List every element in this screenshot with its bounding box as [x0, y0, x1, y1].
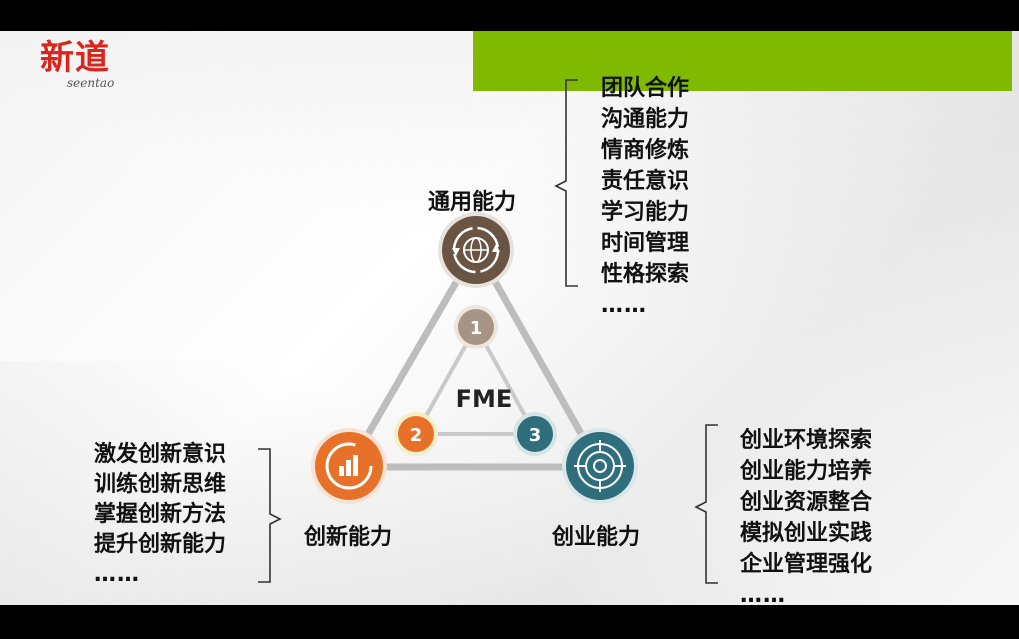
- node-entrepreneurship: [562, 428, 638, 504]
- list-item: 激发创新意识: [94, 442, 227, 467]
- list-item: 责任意识: [601, 169, 690, 194]
- list-general: 团队合作 沟通能力 情商修炼 责任意识 学习能力 时间管理 性格探索 ……: [601, 73, 689, 321]
- list-item: 创业资源整合: [740, 490, 873, 515]
- bracket-general: [554, 79, 578, 287]
- num-badge-1: 1: [454, 305, 498, 349]
- list-item: ……: [740, 583, 786, 608]
- bracket-entrepreneurship: [694, 424, 718, 584]
- logo-text-cn: 新道: [40, 38, 110, 78]
- list-item: 性格探索: [601, 262, 690, 287]
- outer-triangle: [345, 244, 604, 471]
- list-item: 创业能力培养: [740, 459, 873, 484]
- list-item: 沟通能力: [601, 107, 690, 132]
- list-item: 企业管理强化: [740, 552, 873, 577]
- list-item: 训练创新思维: [94, 472, 227, 497]
- num-2: 2: [410, 425, 423, 446]
- list-item: 情商修炼: [601, 138, 690, 163]
- brand-logo: 新道 seentao: [40, 38, 140, 94]
- list-item: 团队合作: [601, 76, 690, 101]
- inner-triangle: [412, 322, 539, 436]
- chart-donut-icon: [325, 442, 373, 490]
- label-entrepreneurship: 创业能力: [552, 525, 641, 550]
- list-innovation: 激发创新意识 训练创新思维 掌握创新方法 提升创新能力 ……: [94, 440, 226, 590]
- list-item: 模拟创业实践: [740, 521, 873, 546]
- list-item: 学习能力: [601, 200, 690, 225]
- list-entrepreneurship: 创业环境探索 创业能力培养 创业资源整合 模拟创业实践 企业管理强化 ……: [740, 425, 872, 611]
- slide: [0, 31, 1019, 605]
- list-item: ……: [601, 293, 647, 318]
- num-badge-3: 3: [513, 412, 557, 456]
- num-badge-2: 2: [394, 412, 438, 456]
- node-general: [438, 212, 514, 288]
- num-1: 1: [470, 318, 483, 339]
- header-accent-bar: [473, 31, 1012, 91]
- list-item: ……: [94, 562, 140, 587]
- list-item: 创业环境探索: [740, 428, 873, 453]
- bracket-innovation: [258, 448, 282, 583]
- node-innovation: [311, 428, 387, 504]
- target-icon: [574, 440, 626, 492]
- list-item: 时间管理: [601, 231, 690, 256]
- label-innovation: 创新能力: [304, 525, 393, 550]
- logo-text-en: seentao: [67, 76, 115, 90]
- list-item: 掌握创新方法: [94, 502, 227, 527]
- label-general: 通用能力: [428, 190, 517, 215]
- num-3: 3: [529, 425, 542, 446]
- list-item: 提升创新能力: [94, 532, 227, 557]
- globe-cycle-icon: [452, 226, 500, 274]
- bg-facet: [0, 361, 1019, 605]
- center-label: FME: [456, 385, 513, 413]
